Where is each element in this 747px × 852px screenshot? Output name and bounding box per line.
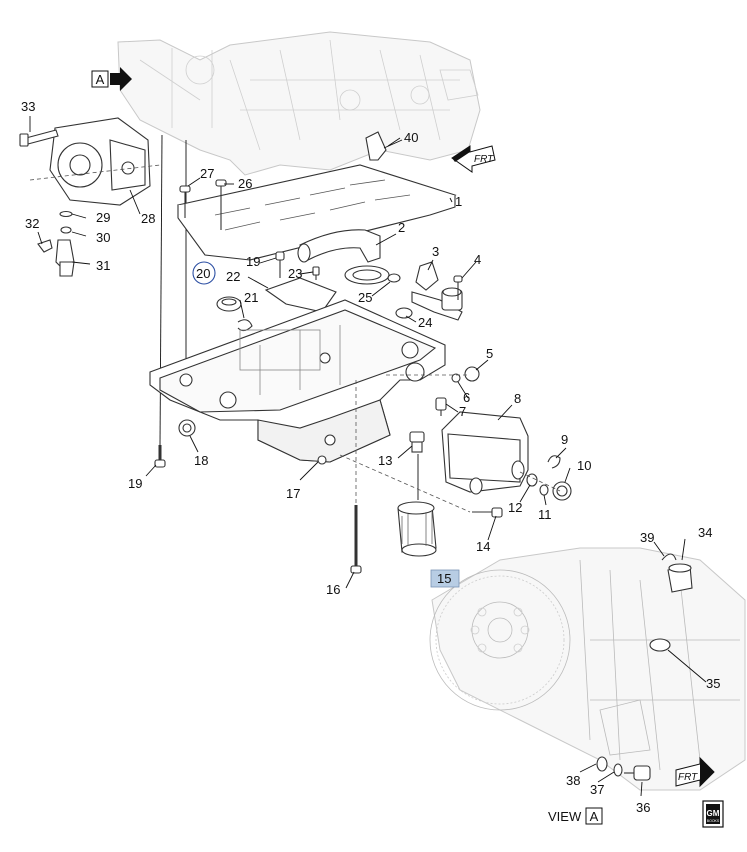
callout-23: 23 (288, 266, 302, 281)
callout-17: 17 (286, 486, 300, 501)
callout-3: 3 (432, 244, 439, 259)
callout-13: 13 (378, 453, 392, 468)
callout-5: 5 (486, 346, 493, 361)
callout-16: 16 (326, 582, 340, 597)
callout-8: 8 (514, 391, 521, 406)
callout-29: 29 (96, 210, 110, 225)
bolt-33 (19, 129, 59, 147)
seal-20-inner (221, 298, 237, 306)
callout-21: 21 (244, 290, 258, 305)
washer-6 (451, 373, 461, 383)
oil-pan (149, 299, 446, 465)
o-ring-25 (387, 273, 401, 283)
front-arrow-top: FRT (451, 145, 496, 173)
callout-10: 10 (577, 458, 591, 473)
gm-logo: GM BOOKS (702, 800, 724, 828)
callout-6: 6 (463, 390, 470, 405)
oil-cooler (441, 411, 529, 495)
callout-19-top: 19 (246, 254, 260, 269)
bolt-26 (215, 179, 227, 230)
callout-39: 39 (640, 530, 654, 545)
callout-24: 24 (418, 315, 432, 330)
callout-26: 26 (238, 176, 252, 191)
gm-logo-text: GM (707, 809, 720, 818)
callouts: 1 2 3 4 5 6 7 8 9 10 11 12 13 14 15 16 1… (21, 99, 720, 815)
flywheel-view-illustration (429, 547, 746, 791)
stud-23 (312, 266, 320, 280)
bolt-19-top (275, 251, 285, 278)
callout-4: 4 (474, 252, 481, 267)
view-a-label-text: VIEW (548, 809, 582, 824)
oil-pump (49, 117, 151, 206)
callout-1: 1 (455, 194, 462, 209)
callout-31: 31 (96, 258, 110, 273)
bolt-4 (453, 275, 463, 300)
oil-pickup-parts-left (37, 210, 75, 277)
gasket-22 (264, 277, 337, 313)
washer-11 (539, 484, 549, 496)
gm-logo-subtext: BOOKS (707, 819, 720, 823)
callout-28: 28 (141, 211, 155, 226)
callout-37: 37 (590, 782, 604, 797)
callout-25: 25 (358, 290, 372, 305)
clip-21 (237, 319, 253, 332)
o-ring-12 (526, 473, 538, 487)
sensor-40 (365, 131, 403, 161)
front-arrow-bottom-label: FRT (678, 772, 698, 783)
bolt-14 (472, 507, 503, 518)
callout-33: 33 (21, 99, 35, 114)
seal-18-inner (182, 423, 192, 433)
adapter-13 (409, 431, 425, 453)
view-a-marker: A (91, 67, 132, 91)
callout-27: 27 (200, 166, 214, 181)
front-arrow-bottom: FRT (675, 756, 715, 788)
oil-suction-pipe (297, 229, 390, 285)
drain-plug-7 (435, 397, 447, 416)
callout-12: 12 (508, 500, 522, 515)
oil-level-sensor (411, 261, 463, 321)
callout-20-circle (192, 261, 216, 285)
callout-34: 34 (698, 525, 712, 540)
callout-22: 22 (226, 269, 240, 284)
callout-15: 15 (437, 571, 451, 586)
engine-block-top-illustration (117, 31, 481, 176)
seal-24 (395, 307, 413, 319)
callout-11: 11 (538, 507, 552, 522)
callout-32: 32 (25, 216, 39, 231)
front-arrow-top-label: FRT (474, 154, 494, 165)
sensor-34 (667, 563, 693, 593)
seal-38 (596, 756, 608, 772)
callout-2: 2 (398, 220, 405, 235)
callout-30: 30 (96, 230, 110, 245)
callout-40: 40 (404, 130, 418, 145)
callout-38: 38 (566, 773, 580, 788)
view-a-label-letter: A (590, 809, 599, 824)
bolt-16 (350, 505, 362, 574)
clip-39 (661, 553, 677, 561)
callout-36: 36 (636, 800, 650, 815)
callout-18: 18 (194, 453, 208, 468)
washer-37 (613, 763, 623, 777)
seal-5 (464, 366, 480, 382)
callout-9: 9 (561, 432, 568, 447)
o-ring-35 (649, 638, 671, 652)
callout-35: 35 (706, 676, 720, 691)
callout-19-bottom: 19 (128, 476, 142, 491)
oil-filter (397, 501, 437, 557)
clip-9 (547, 455, 561, 469)
oil-pan-baffle (177, 164, 457, 261)
view-a-marker-letter: A (96, 72, 105, 87)
connector-10 (552, 481, 572, 501)
plug-36 (624, 765, 651, 781)
view-a-label: VIEW A (548, 807, 603, 825)
callout-14: 14 (476, 539, 490, 554)
leader-lines (29, 116, 707, 797)
bolt-27 (179, 185, 191, 218)
callout-15-highlight (430, 569, 460, 588)
callout-7: 7 (459, 404, 466, 419)
bolt-19-bottom (154, 445, 166, 468)
callout-20: 20 (196, 266, 210, 281)
